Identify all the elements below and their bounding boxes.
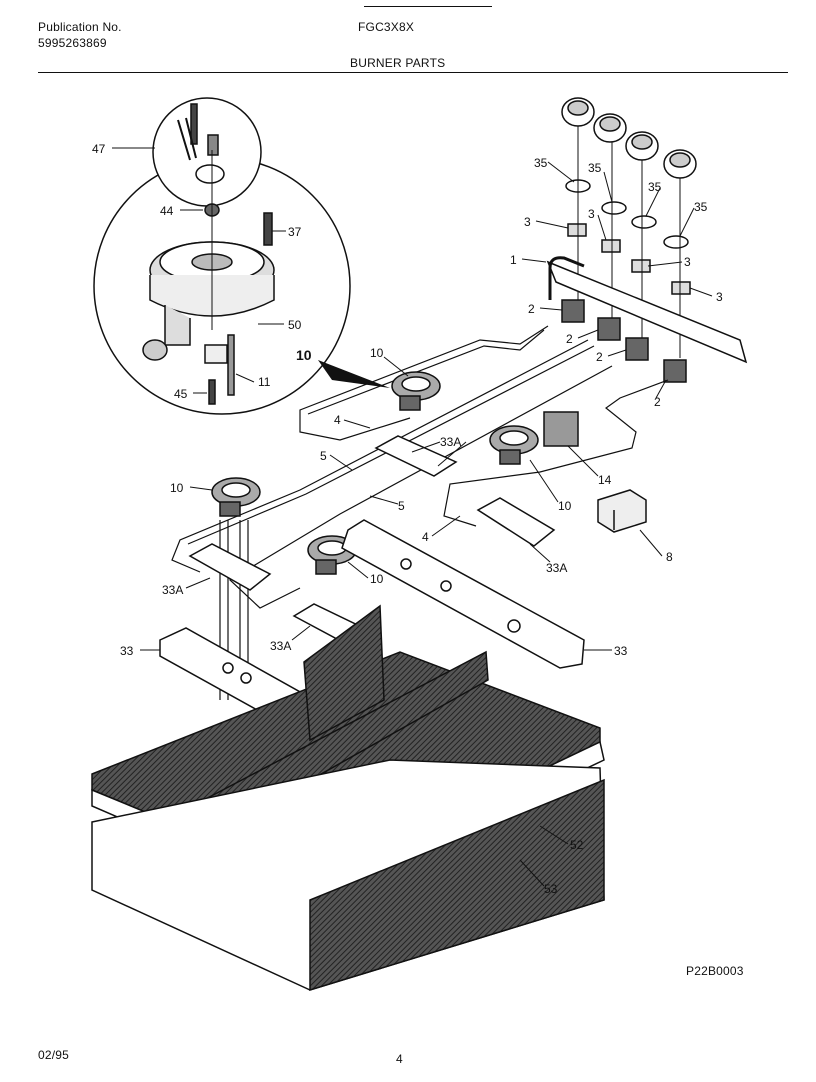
callout-33a-2: 33A [546, 561, 567, 575]
bracket-33a-3 [188, 543, 272, 591]
burner-box [91, 604, 605, 992]
callout-35-2: 35 [588, 161, 602, 175]
callout-33a-4: 33A [270, 639, 291, 653]
callout-33-2: 33 [614, 644, 628, 658]
valve-1 [561, 299, 585, 323]
burner-rear-left [391, 371, 441, 411]
callout-33a-3: 33A [162, 583, 183, 597]
callout-5-1: 5 [320, 449, 327, 463]
callout-35-1: 35 [534, 156, 548, 170]
callout-37: 37 [288, 225, 302, 239]
burner-rear-right [489, 425, 539, 465]
detail-pointer [318, 360, 390, 388]
callout-4-2: 4 [422, 530, 429, 544]
igniter-module [597, 489, 647, 533]
header-rule [38, 72, 788, 73]
screw-icon [263, 212, 273, 246]
callout-3-4: 3 [716, 290, 723, 304]
callout-5-2: 5 [398, 499, 405, 513]
callout-3-1: 3 [524, 215, 531, 229]
bracket-33a-1 [374, 435, 458, 477]
detail-top-circle [152, 97, 262, 207]
footer-page-number: 4 [396, 1052, 403, 1066]
callout-10-3: 10 [170, 481, 184, 495]
callout-11: 11 [258, 375, 271, 389]
callout-10-1: 10 [370, 346, 384, 360]
callout-50: 50 [288, 318, 302, 332]
callout-14: 14 [598, 473, 612, 487]
callout-47: 47 [92, 142, 106, 156]
callout-3-2: 3 [588, 207, 595, 221]
header-top-rule [364, 6, 492, 7]
callout-3-3: 3 [684, 255, 691, 269]
callout-35-4: 35 [694, 200, 708, 214]
model-number: FGC3X8X [358, 20, 415, 34]
callout-2-2: 2 [566, 332, 573, 346]
valve-3 [625, 337, 649, 361]
burner-front-left [211, 477, 261, 517]
callout-10-detail: 10 [296, 347, 312, 363]
callout-10-4: 10 [370, 572, 384, 586]
burner-detail-view [93, 97, 351, 415]
valve-2 [597, 317, 621, 341]
rail-33-right [341, 519, 585, 669]
callout-1: 1 [510, 253, 517, 267]
footer-date: 02/95 [38, 1048, 70, 1062]
callout-53: 53 [544, 882, 558, 896]
figure-id: P22B0003 [686, 964, 744, 978]
callout-8: 8 [666, 550, 673, 564]
callout-10-2: 10 [558, 499, 572, 513]
manifold-pipe [546, 260, 748, 364]
section-title: BURNER PARTS [350, 56, 446, 70]
bracket-33a-2 [476, 497, 556, 547]
callout-2-4: 2 [654, 395, 661, 409]
leader-lines [112, 147, 713, 887]
callout-2-1: 2 [528, 302, 535, 316]
callout-45: 45 [174, 387, 188, 401]
callout-33-1: 33 [120, 644, 134, 658]
regulator [543, 411, 579, 447]
callout-4-1: 4 [334, 413, 341, 427]
control-knobs [561, 97, 697, 358]
callout-52: 52 [570, 838, 584, 852]
callout-44: 44 [160, 204, 174, 218]
callout-35-3: 35 [648, 180, 662, 194]
publication-label: Publication No. [38, 20, 122, 34]
manifold-assembly [543, 256, 748, 533]
callout-labels: 47 44 37 50 10 11 45 35 35 35 35 3 3 3 3… [92, 142, 723, 896]
valve-4 [663, 359, 687, 383]
callout-2-3: 2 [596, 350, 603, 364]
publication-number: 5995263869 [38, 36, 107, 50]
callout-33a-1: 33A [440, 435, 461, 449]
